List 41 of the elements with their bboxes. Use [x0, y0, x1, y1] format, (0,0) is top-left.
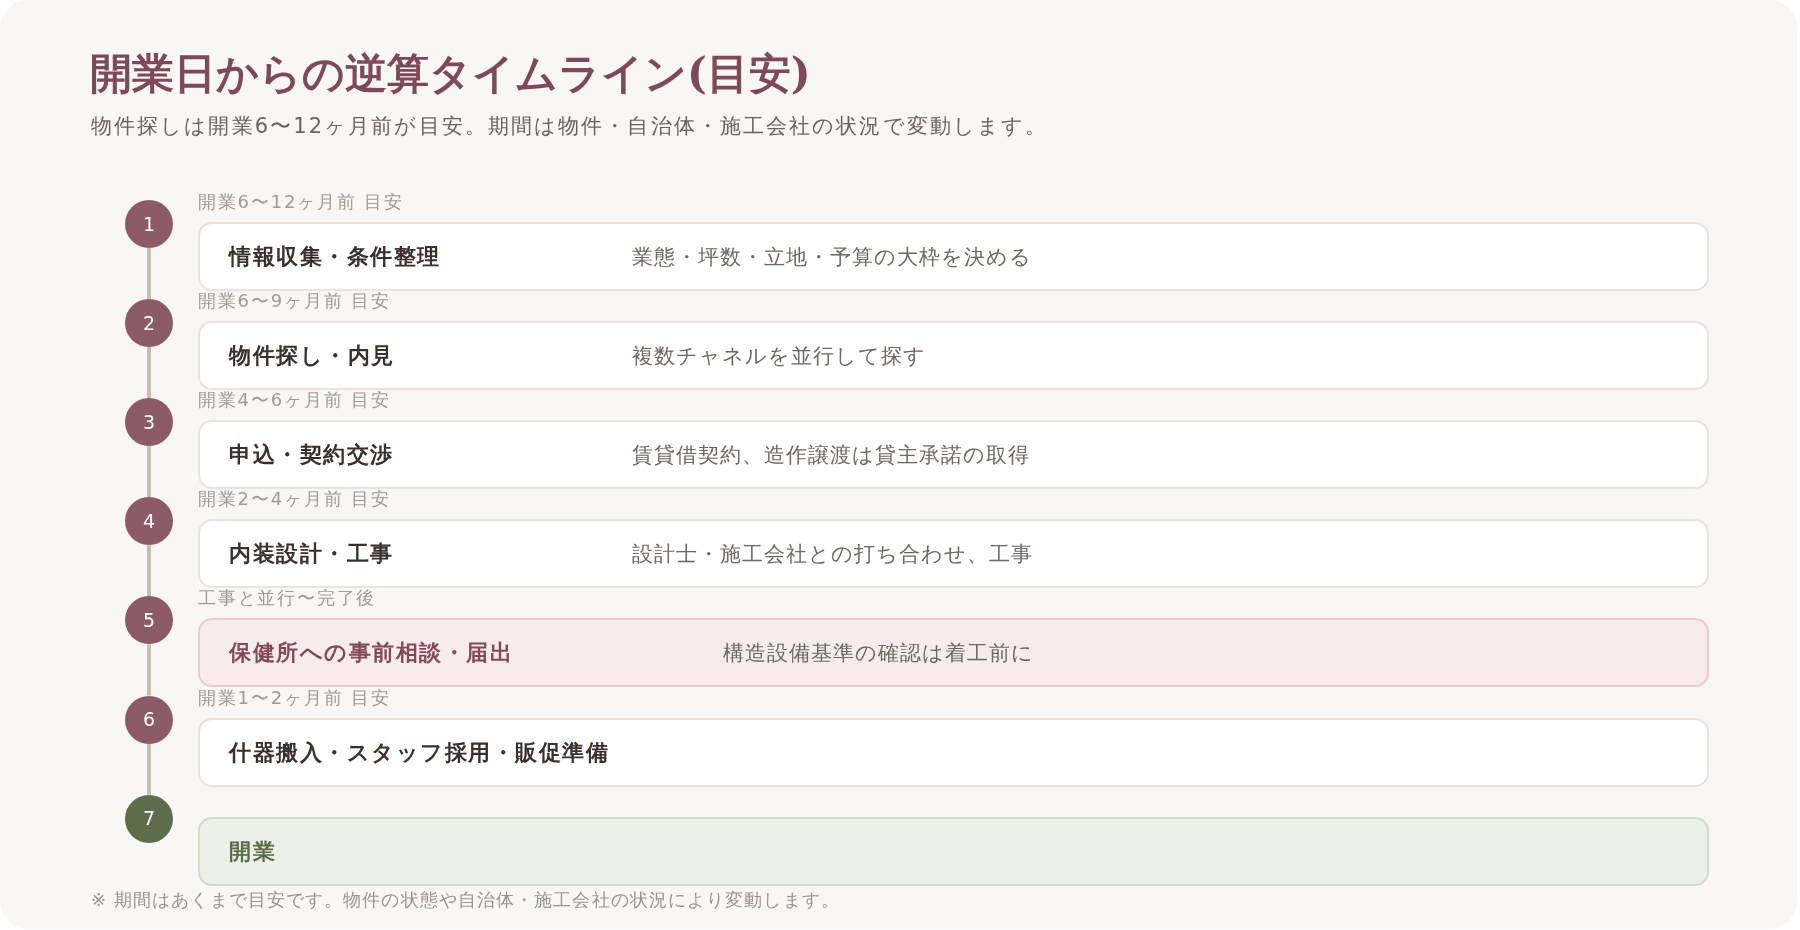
timeframe-label: 開業4〜6ヶ月前 目安 [198, 388, 391, 412]
step-title: 開業 [229, 837, 277, 866]
step-number: 2 [125, 299, 173, 348]
title: 開業日からの逆算タイムライン(目安) [90, 48, 811, 100]
timeline-line [147, 347, 151, 399]
timeframe-label: 工事と並行〜完了後 [198, 586, 377, 610]
step-card [198, 718, 1709, 787]
step-title: 内装設計・工事 [229, 539, 395, 568]
step-number: 3 [125, 398, 173, 447]
subtitle: 物件探しは開業6〜12ヶ月前が目安。期間は物件・自治体・施工会社の状況で変動します。 [91, 113, 1049, 140]
step-title: 物件探し・内見 [229, 341, 396, 370]
timeline-line [147, 545, 151, 597]
step-number: 5 [125, 596, 173, 645]
step-title: 什器搬入・スタッフ採用・販促準備 [229, 738, 610, 767]
footnote: ※ 期間はあくまで目安です。物件の状態や自治体・施工会社の状況により変動します。 [91, 888, 840, 912]
timeframe-label: 開業6〜9ヶ月前 目安 [198, 289, 391, 313]
step-title: 申込・契約交渉 [229, 440, 395, 469]
timeline-line [147, 446, 151, 498]
step-description: 複数チャネルを並行して探す [632, 342, 926, 370]
step-title: 情報収集・条件整理 [229, 242, 442, 271]
step-description: 業態・坪数・立地・予算の大枠を決める [632, 243, 1032, 271]
step-number: 4 [125, 497, 173, 546]
timeframe-label: 開業1〜2ヶ月前 目安 [198, 686, 391, 710]
timeframe-label: 開業6〜12ヶ月前 目安 [198, 190, 404, 214]
step-number: 1 [125, 200, 173, 248]
step-description: 構造設備基準の確認は着工前に [723, 639, 1034, 667]
step-card [198, 420, 1709, 489]
step-description: 設計士・施工会社との打ち合わせ、工事 [632, 540, 1033, 568]
timeline-line [147, 248, 151, 300]
step-description: 賃貸借契約、造作譲渡は貸主承諾の取得 [632, 441, 1030, 469]
step-card [198, 817, 1709, 886]
step-card [198, 519, 1709, 588]
timeframe-label: 開業2〜4ヶ月前 目安 [198, 487, 391, 511]
step-number: 6 [125, 695, 173, 744]
step-card [198, 222, 1709, 291]
step-card [198, 321, 1709, 390]
step-number: 7 [125, 794, 173, 843]
step-title: 保健所への事前相談・届出 [229, 638, 514, 667]
step-card [198, 618, 1709, 687]
timeline-line [147, 743, 151, 795]
timeline-line [147, 644, 151, 696]
